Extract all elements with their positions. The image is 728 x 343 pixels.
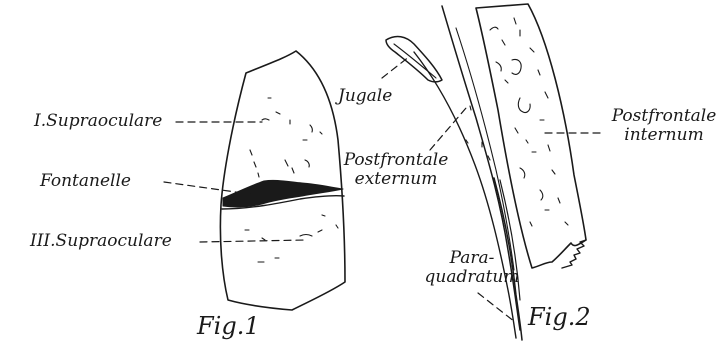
leader-fontanelle <box>164 182 250 194</box>
label-postfrontale-internum-line1: Postfrontale <box>602 108 726 125</box>
label-postfrontale-internum-line2: internum <box>602 127 726 144</box>
label-supraoculare-iii: III.Supraoculare <box>30 233 172 250</box>
fig2-stipple <box>466 18 568 226</box>
leader-supraoculare-iii <box>200 240 306 242</box>
label-supraoculare-i: I.Supraoculare <box>34 113 162 130</box>
label-jugale: Jugale <box>338 88 392 105</box>
label-postfrontale-externum-line1: Postfrontale <box>343 152 449 169</box>
leader-jugale <box>382 56 410 78</box>
label-paraquadratum-line2: quadratum <box>420 269 524 286</box>
label-postfrontale-externum: Postfrontale externum <box>343 152 449 188</box>
fig1-fontanelle-patch <box>223 180 343 207</box>
fig2-serrations <box>562 240 586 268</box>
label-fontanelle: Fontanelle <box>40 173 131 190</box>
label-postfrontale-externum-line2: externum <box>343 171 449 188</box>
fig2-postfrontale-externum-inner <box>414 52 516 338</box>
fig1-stipple <box>245 98 338 262</box>
fig2-postfrontale-internum-outline <box>476 4 586 268</box>
label-postfrontale-internum: Postfrontale internum <box>602 108 726 144</box>
label-paraquadratum-line1: Para- <box>420 250 524 267</box>
label-fig2: Fig.2 <box>528 305 591 329</box>
label-fig1: Fig.1 <box>197 314 260 338</box>
label-paraquadratum: Para- quadratum <box>420 250 524 286</box>
